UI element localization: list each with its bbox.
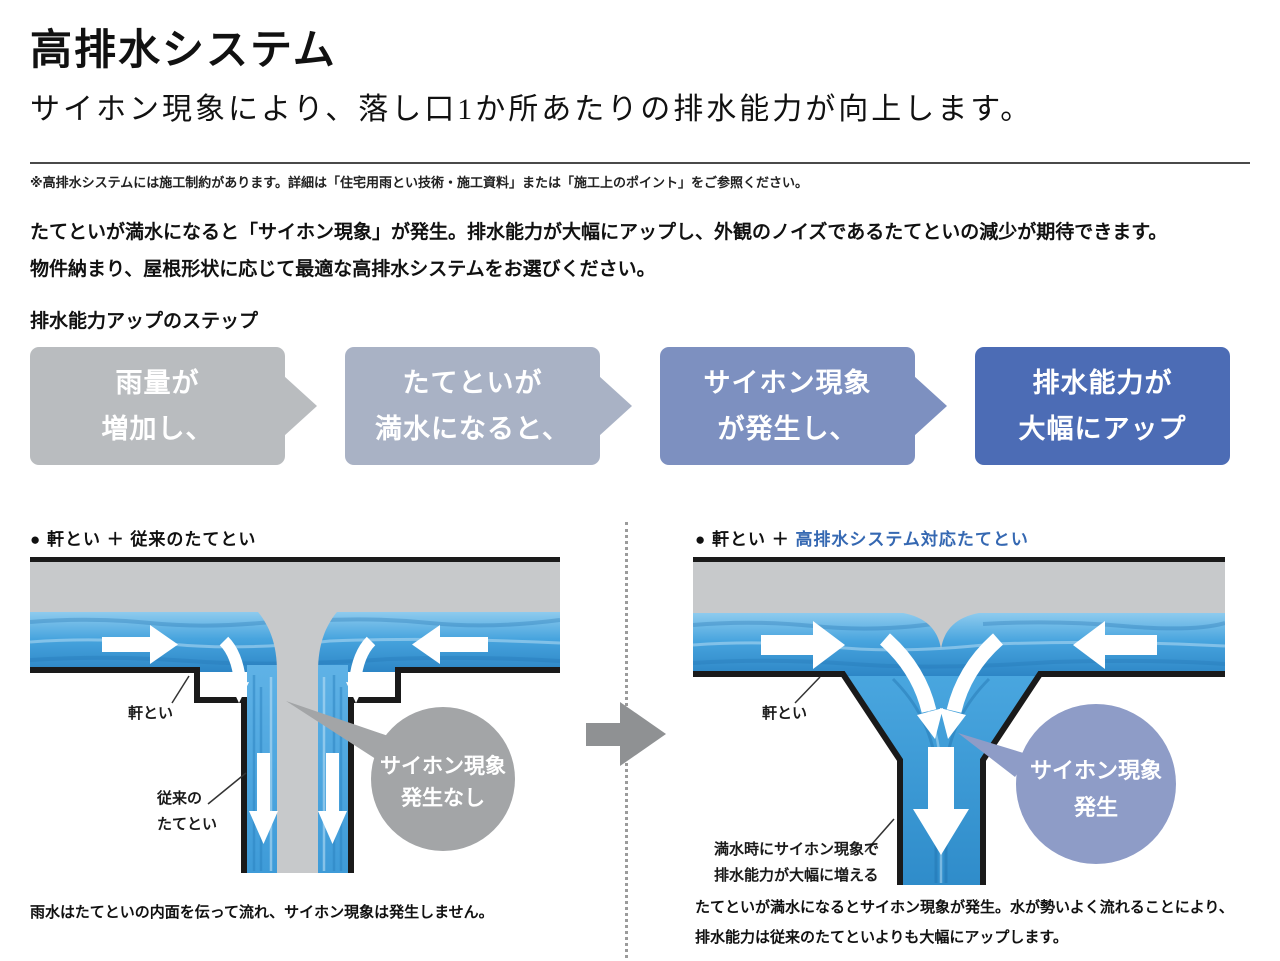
right-diagram-caption: たてといが満水になるとサイホン現象が発生。水が勢いよく流れることにより、 排水能… xyxy=(695,893,1234,953)
bubble-pointer xyxy=(286,701,400,763)
step-3-line-1: サイホン現象 xyxy=(703,368,872,398)
left-diagram-conventional-downspout: 軒とい 従来の たてとい サイホン現象 発生なし xyxy=(30,557,560,873)
gutter-floor-left-profile xyxy=(30,667,247,873)
eaves-pointer-line xyxy=(171,675,190,704)
step-4-line-2: 大幅にアップ xyxy=(1018,414,1187,444)
step-3-line-2: が発生し、 xyxy=(717,414,858,444)
downspout-label-line2: たてとい xyxy=(157,816,217,833)
bubble-text-line1: サイホン現象 xyxy=(380,754,506,778)
bubble-text-line2: 発生なし xyxy=(400,786,485,810)
gutter-air-space xyxy=(693,562,1225,613)
left-diagram-caption: 雨水はたてといの内面を伝って流れ、サイホン現象は発生しません。 xyxy=(30,904,494,921)
funnel-left-profile xyxy=(693,671,903,885)
right-diagram-header-highlight: 高排水システム対応たてとい xyxy=(795,530,1029,549)
page-title: 高排水システム xyxy=(30,26,337,73)
page-subtitle: サイホン現象により、落し口1か所あたりの排水能力が向上します。 xyxy=(30,93,1034,126)
curved-arrow-left-icon xyxy=(879,633,937,713)
curved-arrow-left-icon xyxy=(219,636,246,682)
restriction-note: ※高排水システムには施工制約があります。詳細は「住宅用雨とい技術・施工資料」また… xyxy=(30,175,808,190)
gutter-floor-right-profile xyxy=(348,667,560,873)
step-1-line-2: 増加し、 xyxy=(101,414,214,444)
steps-heading: 排水能力アップのステップ xyxy=(30,311,259,332)
surface-dip xyxy=(903,613,979,649)
downspout-pointer-line xyxy=(207,772,247,805)
intro-line-1: たてといが満水になると「サイホン現象」が発生。排水能力が大幅にアップし、外観のノ… xyxy=(30,222,1168,243)
transition-arrow-icon xyxy=(586,702,666,766)
bubble-pointer xyxy=(958,733,1030,777)
step-box-3: サイホン現象 が発生し、 xyxy=(660,347,915,465)
eaves-gutter-label: 軒とい xyxy=(762,705,807,722)
left-diagram-header: ● 軒とい ＋ 従来のたてとい xyxy=(30,530,257,549)
step-3-arrow-icon xyxy=(914,376,947,436)
intro-paragraph: たてといが満水になると「サイホン現象」が発生。排水能力が大幅にアップし、外観のノ… xyxy=(30,214,1260,288)
bubble-text-line1: サイホン現象 xyxy=(1030,758,1162,783)
gutter-top-edge xyxy=(693,557,1225,562)
down-arrow-left-icon xyxy=(257,753,270,811)
step-2-line-2: 満水になると、 xyxy=(375,414,570,444)
curved-arrow-right-icon xyxy=(946,633,1004,713)
siphon-note-line2: 排水能力が大幅に増える xyxy=(714,866,879,884)
step-1-line-1: 雨量が xyxy=(115,368,200,398)
down-arrow-right-icon xyxy=(326,753,339,811)
step-2-arrow-icon xyxy=(599,376,632,436)
downspout-label-line1: 従来の xyxy=(156,789,202,807)
step-4-line-1: 排水能力が xyxy=(1032,368,1173,398)
siphon-bubble xyxy=(1016,704,1176,864)
air-core xyxy=(258,612,337,873)
step-box-1: 雨量が 増加し、 xyxy=(30,347,285,465)
step-2-line-1: たてといが xyxy=(402,368,543,398)
flow-arrow-left-icon xyxy=(1105,635,1157,655)
step-box-2: たてといが 満水になると、 xyxy=(345,347,600,465)
right-caption-line1: たてといが満水になるとサイホン現象が発生。水が勢いよく流れることにより、 xyxy=(695,899,1234,916)
step-box-4: 排水能力が 大幅にアップ xyxy=(975,347,1230,465)
right-diagram-high-drainage-downspout: 軒とい 満水時にサイホン現象で 排水能力が大幅に増える サイホン現象 発生 xyxy=(693,557,1225,885)
flow-arrows xyxy=(761,621,1157,855)
horizontal-rule xyxy=(30,162,1250,164)
right-caption-line2: 排水能力は従来のたてといよりも大幅にアップします。 xyxy=(695,929,1068,946)
step-1-arrow-icon xyxy=(284,376,317,436)
flow-arrows xyxy=(102,625,488,844)
right-diagram-header: ● 軒とい ＋ 高排水システム対応たてとい xyxy=(695,525,1029,550)
no-siphon-bubble xyxy=(371,707,515,851)
flow-arrow-left-icon xyxy=(440,637,488,652)
bubble-text-line2: 発生 xyxy=(1073,795,1118,820)
siphon-note-line1: 満水時にサイホン現象で xyxy=(714,840,879,858)
gutter-top-edge xyxy=(30,557,560,562)
funnel-right-profile xyxy=(980,671,1225,885)
flow-arrow-right-icon xyxy=(102,637,150,652)
curved-arrow-right-icon xyxy=(349,636,376,682)
down-arrow-icon xyxy=(928,747,954,809)
note-pointer-line xyxy=(864,818,895,853)
right-diagram-header-prefix: ● 軒とい ＋ xyxy=(695,530,796,549)
intro-line-2: 物件納まり、屋根形状に応じて最適な高排水システムをお選びください。 xyxy=(30,259,656,280)
eaves-gutter-label: 軒とい xyxy=(128,705,173,722)
eaves-pointer-line xyxy=(794,676,821,704)
flow-arrow-right-icon xyxy=(761,635,813,655)
